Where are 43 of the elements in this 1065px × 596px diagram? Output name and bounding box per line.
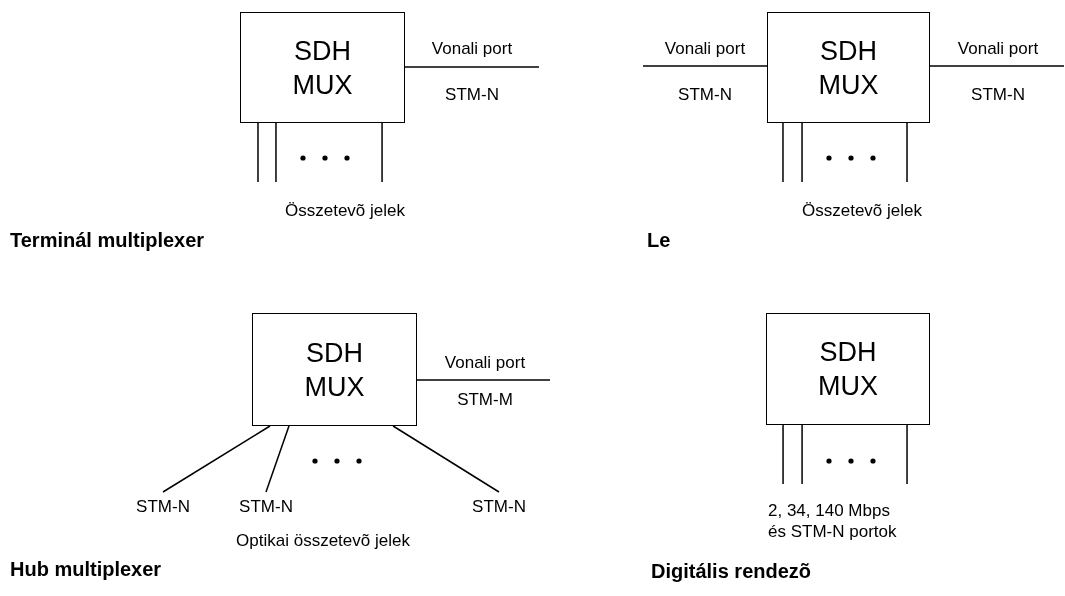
caption-title: Terminál multiplexer bbox=[10, 230, 205, 251]
port-label: Vonali port bbox=[664, 38, 746, 59]
signal-line bbox=[906, 424, 908, 485]
signal-label: Összetevõ jelek bbox=[802, 200, 922, 221]
signal-line bbox=[906, 122, 908, 183]
signal-line bbox=[392, 425, 500, 493]
signal-line bbox=[801, 424, 803, 485]
mux-box bbox=[766, 313, 930, 425]
port-label: Vonali port bbox=[444, 352, 526, 373]
mux-box bbox=[240, 12, 405, 123]
caption-title: Le bbox=[647, 230, 671, 251]
port-label: STM-N bbox=[136, 497, 190, 517]
signal-label: STM-N bbox=[971, 84, 1025, 105]
mux-box bbox=[767, 12, 930, 123]
signal-line bbox=[801, 122, 803, 183]
box-label: SDH MUX bbox=[303, 336, 366, 404]
signal-line bbox=[416, 379, 551, 381]
signal-line bbox=[257, 122, 259, 183]
signal-label: STM-M bbox=[457, 389, 513, 410]
port-label: STM-N bbox=[472, 497, 526, 517]
signal-line bbox=[642, 65, 768, 67]
signal-label: STM-N bbox=[445, 84, 499, 105]
signal-label: 2, 34, 140 Mbps és STM-N portok bbox=[768, 500, 898, 542]
signal-line bbox=[782, 122, 784, 183]
signal-line bbox=[381, 122, 383, 183]
signal-line bbox=[265, 425, 290, 493]
caption-title: Digitális rendezõ bbox=[651, 561, 812, 582]
signal-line bbox=[275, 122, 277, 183]
port-label: Vonali port bbox=[431, 38, 513, 59]
signal-line bbox=[782, 424, 784, 485]
signal-label: Optikai összetevõ jelek bbox=[236, 530, 410, 551]
signal-label: Összetevõ jelek bbox=[285, 200, 405, 221]
signal-line bbox=[929, 65, 1065, 67]
signal-line bbox=[404, 66, 540, 68]
signal-line bbox=[162, 425, 271, 493]
box-label: SDH MUX bbox=[817, 34, 880, 102]
port-label: Vonali port bbox=[957, 38, 1039, 59]
mux-box bbox=[252, 313, 417, 426]
signal-label: STM-N bbox=[678, 84, 732, 105]
port-label: STM-N bbox=[239, 497, 293, 517]
box-label: SDH MUX bbox=[291, 34, 354, 102]
box-label: SDH MUX bbox=[817, 336, 879, 403]
caption-title: Hub multiplexer bbox=[10, 559, 162, 580]
